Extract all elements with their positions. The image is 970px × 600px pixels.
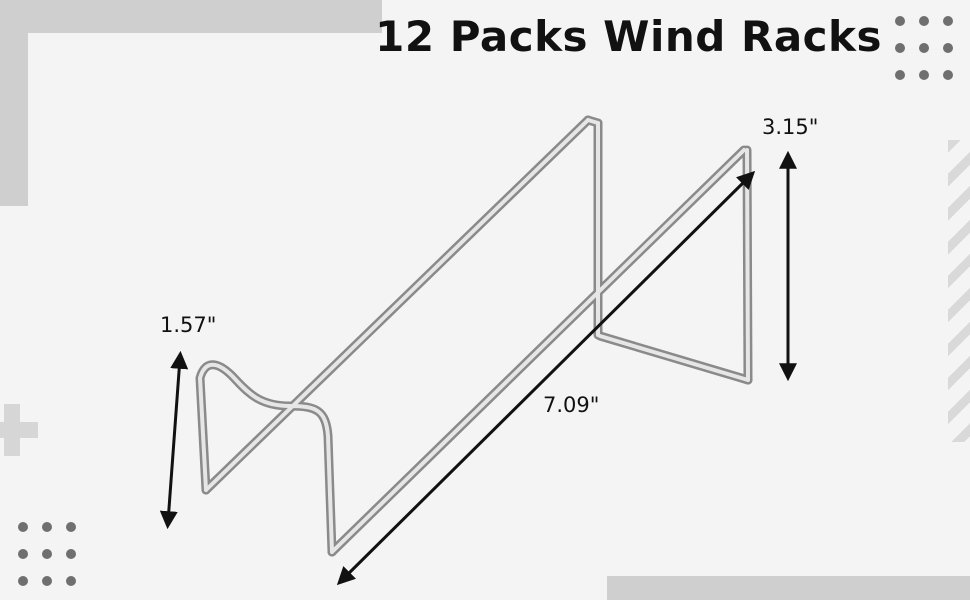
stripes-decoration bbox=[948, 140, 970, 442]
dots-decoration-icon bbox=[895, 16, 953, 80]
height-arrow bbox=[159, 350, 189, 530]
decorative-corner-bar bbox=[0, 0, 28, 206]
height-dimension-label: 1.57" bbox=[160, 313, 217, 337]
dots-decoration-icon bbox=[18, 522, 76, 586]
width-dimension-label: 3.15" bbox=[762, 115, 819, 139]
decorative-corner-bar bbox=[0, 0, 382, 33]
page-title: 12 Packs Wind Racks bbox=[375, 12, 882, 61]
wire-rack bbox=[195, 115, 753, 557]
length-arrow bbox=[336, 170, 756, 586]
dimension-arrows bbox=[159, 150, 797, 586]
length-dimension-label: 7.09" bbox=[543, 393, 600, 417]
plus-decoration-icon bbox=[0, 404, 38, 456]
